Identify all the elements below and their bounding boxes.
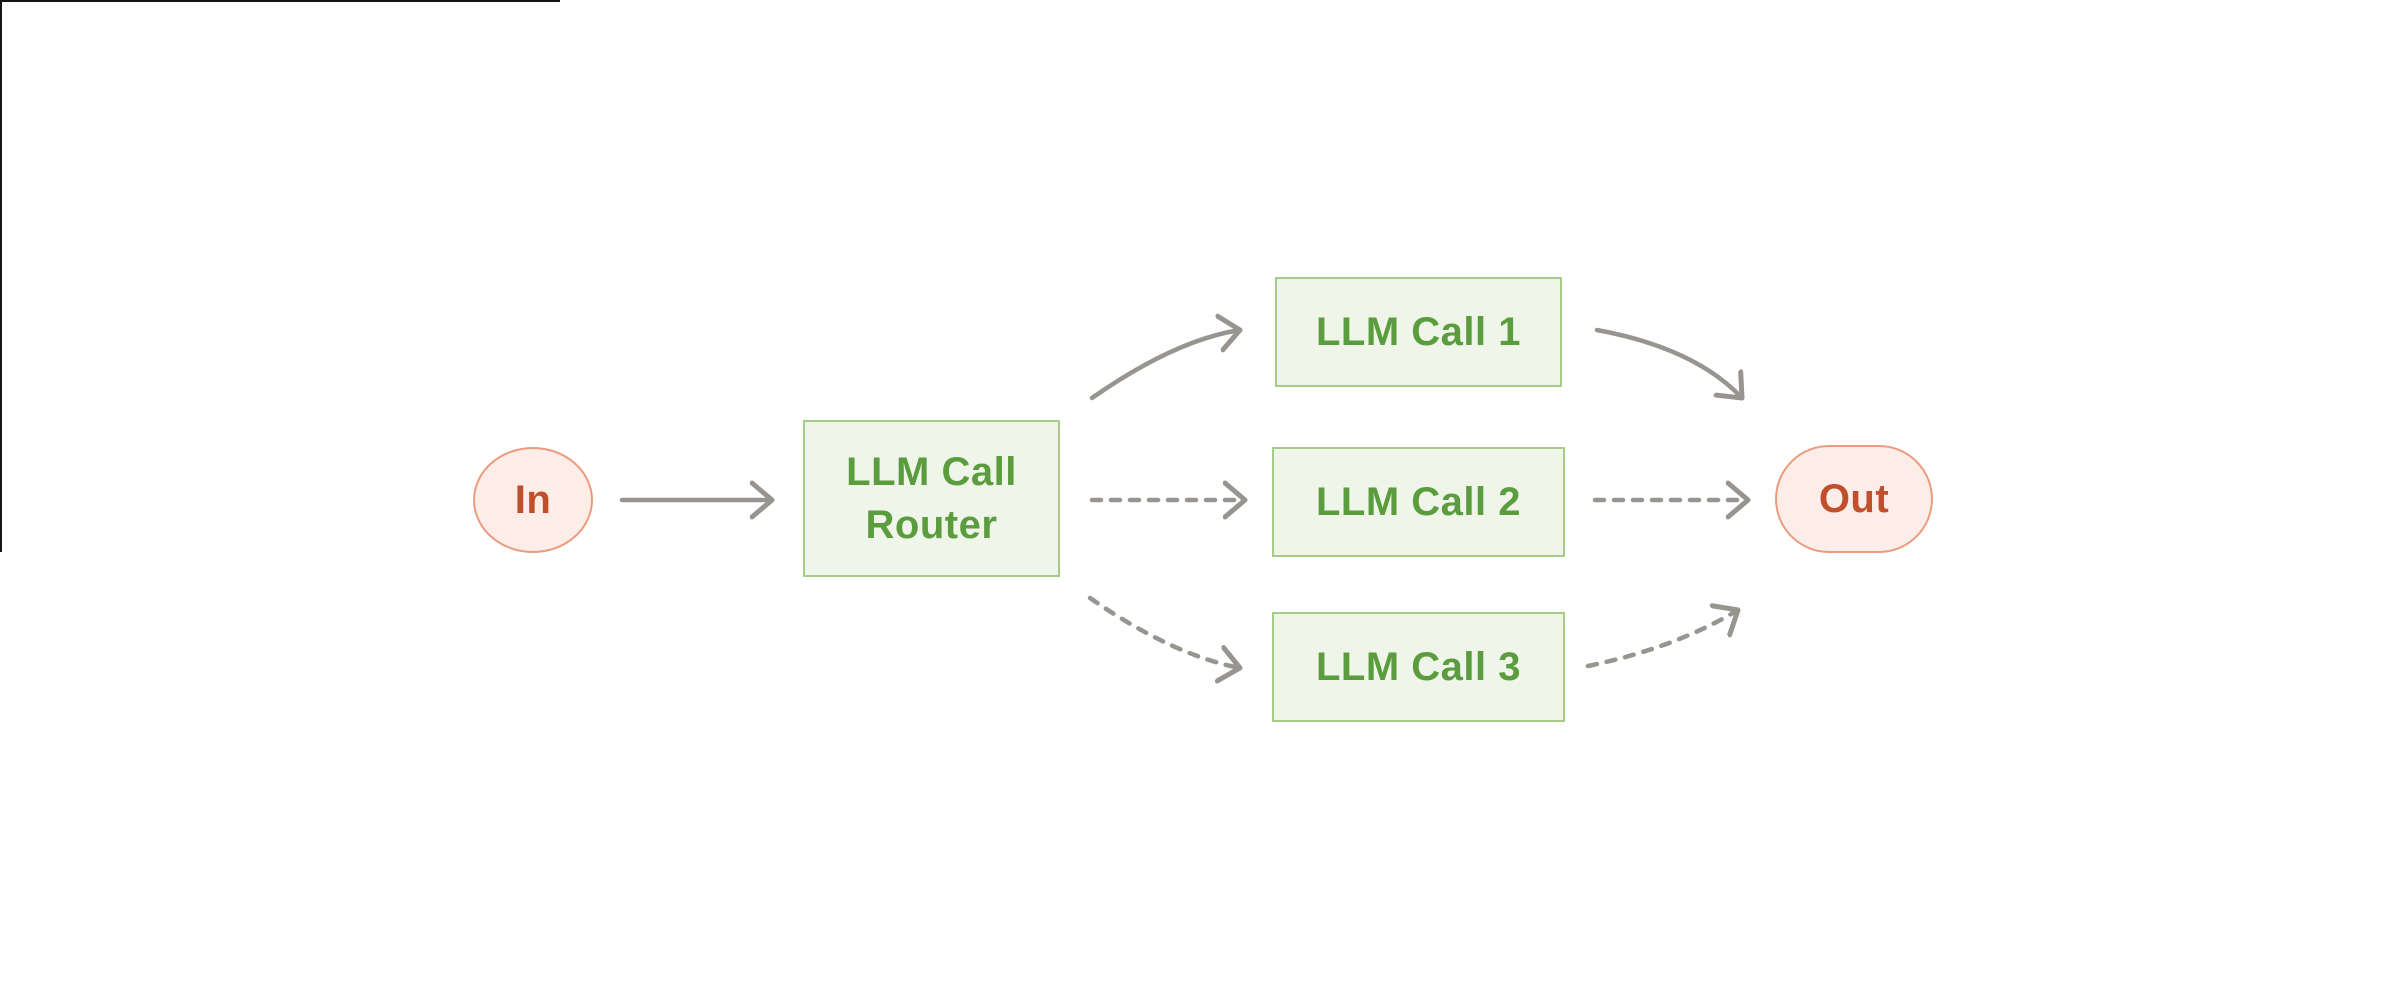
node-llm-call-1: LLM Call 1 [1275,277,1562,387]
node-llm-call-router: LLM Call Router [803,420,1060,577]
node-llm-call-router-label: LLM Call Router [846,449,1017,547]
node-in: In [473,447,593,553]
edge-router-to-call3 [1087,595,1240,668]
node-llm-call-1-label: LLM Call 1 [1315,309,1522,354]
node-llm-call-3: LLM Call 3 [1272,612,1565,722]
node-llm-call-3-label: LLM Call 3 [1315,644,1522,689]
edge-call3-to-out [1585,610,1738,669]
node-in-label: In [514,477,552,522]
edge-call1-to-out [1594,327,1742,398]
window-edge-left [0,0,2,552]
node-out-label: Out [1818,476,1890,521]
window-edge-top [0,0,560,2]
node-llm-call-2-label: LLM Call 2 [1315,479,1522,524]
node-llm-call-2: LLM Call 2 [1272,447,1565,557]
node-out: Out [1775,445,1933,553]
edge-router-to-call1 [1089,330,1240,401]
